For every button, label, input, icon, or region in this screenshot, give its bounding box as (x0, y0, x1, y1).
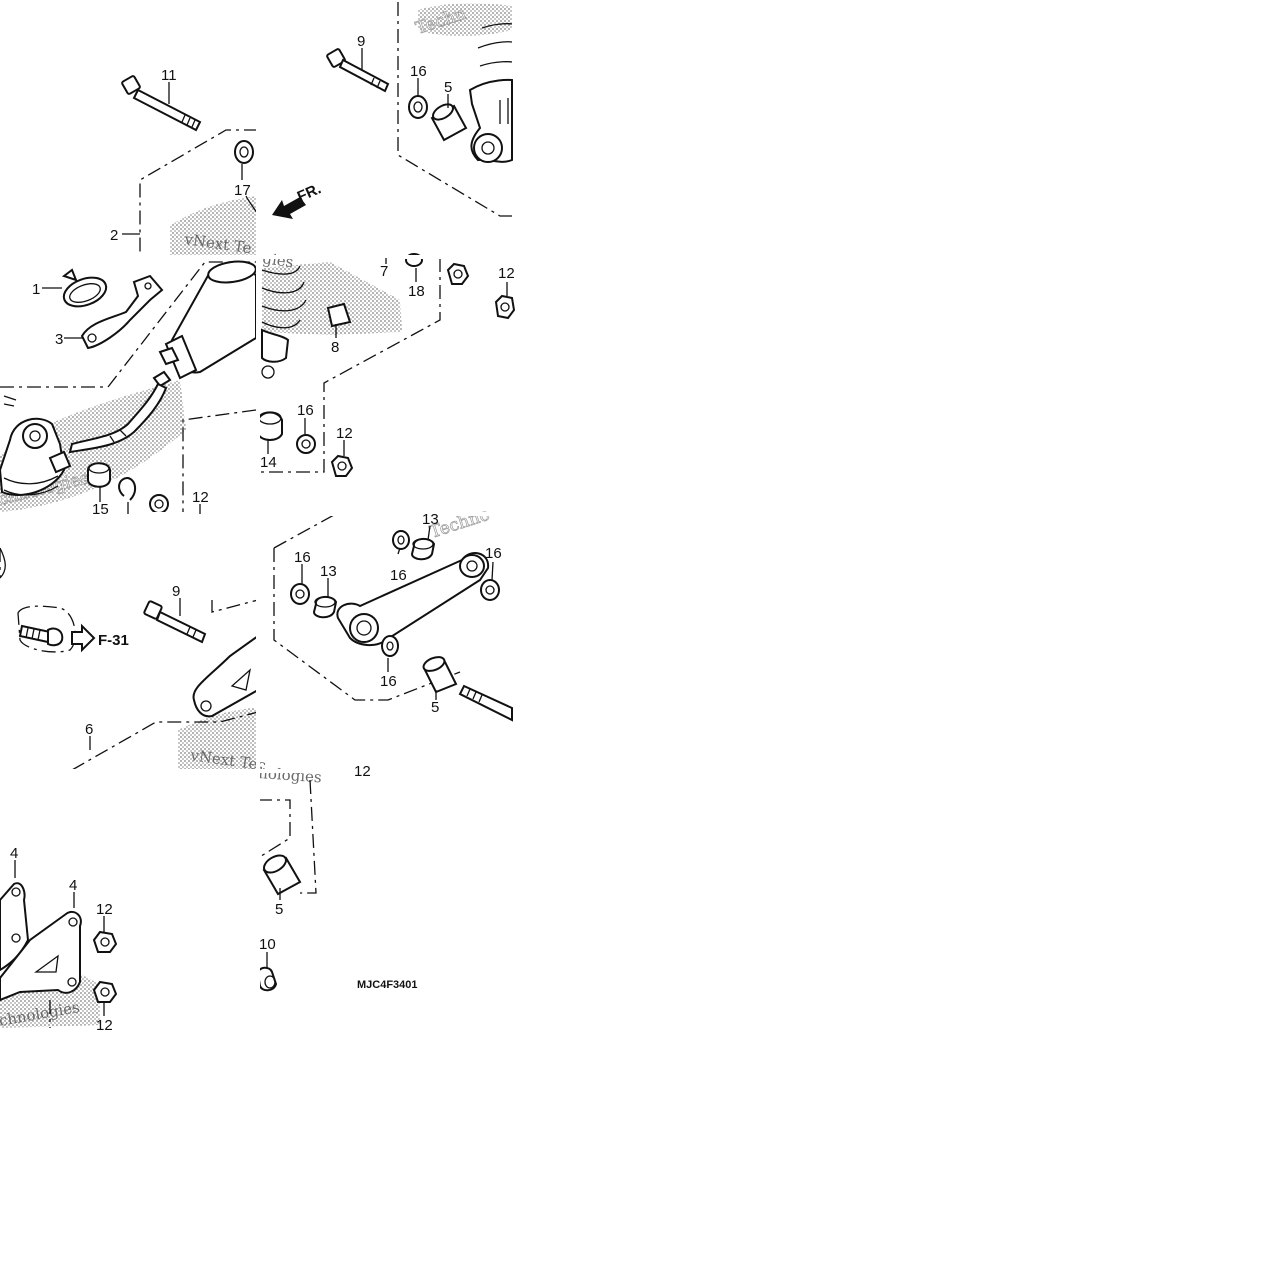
bushing-14 (257, 411, 283, 441)
washer-17 (234, 140, 254, 164)
bracket-3 (80, 274, 164, 350)
nut-12-mid (330, 454, 354, 477)
callout-13-link-a: 13 (320, 563, 337, 580)
callout-4-front: 4 (69, 877, 77, 894)
callout-12-right: 12 (498, 265, 515, 282)
hose (68, 382, 168, 454)
callout-16-link-b: 16 (390, 567, 407, 584)
shock-lower-body (0, 417, 72, 496)
washer-16-link-d (381, 635, 399, 657)
diagram-code: MJC4F3401 (357, 979, 418, 991)
callout-9-top: 9 (357, 33, 365, 50)
front-arrow-icon: FR. (272, 180, 324, 219)
link-arm (336, 552, 490, 646)
callout-7: 7 (380, 263, 388, 280)
reservoir-tank (152, 260, 257, 388)
callout-13-link-b: 13 (422, 511, 439, 528)
leader-lines (14, 48, 508, 1016)
bushing-15 (87, 462, 111, 488)
callout-2: 2 (110, 227, 118, 244)
callout-17: 17 (234, 182, 251, 199)
callout-9-lower: 9 (172, 583, 180, 600)
shock-upper-mount (468, 23, 513, 163)
washer-16-link-a (290, 583, 310, 605)
callout-18: 18 (408, 283, 425, 300)
callout-1: 1 (32, 281, 40, 298)
front-arrow-label: FR. (295, 180, 324, 205)
clip-1 (61, 268, 108, 308)
collar-5-top (430, 103, 468, 142)
callout-16-link-d: 16 (380, 673, 397, 690)
nut-12-right-a (446, 262, 470, 285)
washer-16-top (408, 95, 428, 119)
bolt-9-top (326, 48, 390, 93)
callout-12-left: 12 (192, 489, 209, 506)
collar-5-bottom (262, 854, 302, 896)
callout-5-link: 5 (431, 699, 439, 716)
spring-lower (261, 265, 307, 379)
collar-5-link (422, 656, 458, 694)
hanger-bracket (192, 634, 259, 718)
washer-16-left (149, 494, 169, 514)
washer-16-link-b (392, 530, 410, 550)
label-plate-8 (326, 302, 352, 328)
callout-16-link-c: 16 (485, 545, 502, 562)
callout-11: 11 (161, 67, 177, 84)
washer-16-mid (296, 434, 316, 454)
callout-10: 10 (259, 936, 276, 953)
shock-edge-lower (0, 547, 6, 579)
bushing-13-link-b (410, 538, 436, 561)
bushing-13-link-a (312, 596, 338, 619)
callout-12-top-cut: 12 (354, 763, 371, 780)
bolt-11 (121, 75, 202, 132)
callout-6: 6 (85, 721, 93, 738)
watermark-fragment: hologies (258, 764, 323, 786)
callout-4-rear: 4 (10, 845, 18, 862)
callout-16-link-a: 16 (294, 549, 311, 566)
reference-arrow-icon: F-31 (71, 623, 129, 653)
callout-15: 15 (92, 501, 109, 518)
bolt-link-shaft (458, 684, 513, 722)
spacer-10 (256, 966, 278, 992)
callout-12-lower-a: 12 (96, 901, 113, 918)
plate-4-front (0, 910, 82, 1002)
callout-8: 8 (331, 339, 339, 356)
bolt-9-lower (143, 600, 207, 644)
callout-5-bottom: 5 (275, 901, 283, 918)
nut-12-right-b (494, 294, 516, 320)
watermark-fragment: gies (261, 249, 294, 271)
callout-14: 14 (260, 454, 277, 471)
plate-4-rear (0, 882, 30, 972)
shock-detail-lines (3, 395, 17, 407)
callout-3: 3 (55, 331, 63, 348)
snap-ring (118, 476, 136, 501)
callout-16-mid: 16 (297, 402, 314, 419)
callout-16-top: 16 (410, 63, 427, 80)
small-bolt-f31 (18, 624, 64, 647)
reference-label: F-31 (98, 632, 129, 649)
tile-seams (0, 0, 516, 1030)
nut-12-lower-a (92, 930, 118, 953)
washer-16-link-c (480, 579, 500, 601)
nut-12-lower-b (92, 980, 118, 1003)
callout-12-lower-b: 12 (96, 1017, 113, 1034)
callout-labels: 11 17 2 9 16 5 1 3 15 12 7 18 8 12 14 16… (10, 33, 515, 1034)
callout-5-top: 5 (444, 79, 452, 96)
callout-12-mid: 12 (336, 425, 353, 442)
